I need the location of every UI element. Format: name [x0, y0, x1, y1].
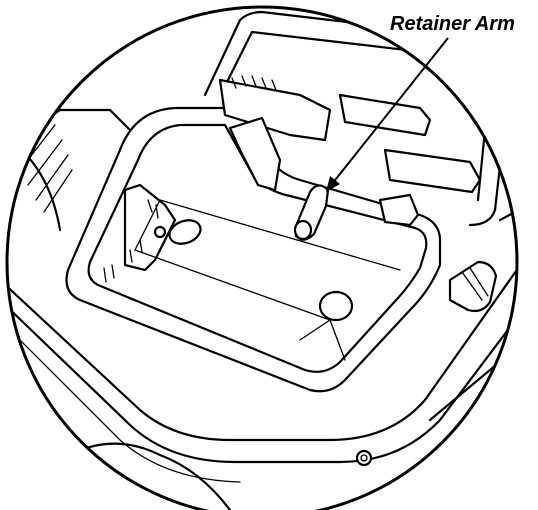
housing-outer-edge [7, 238, 517, 442]
side-knob-ridges [461, 267, 489, 301]
housing-lower-edge-2 [7, 319, 241, 483]
callout-arrowhead [326, 176, 340, 192]
right-outer-line [428, 328, 517, 422]
upper-block-right [338, 93, 432, 137]
tray-floor-line-3 [134, 199, 161, 251]
center-divider-left [228, 116, 282, 192]
screw-icon [355, 449, 373, 467]
upper-block-far-right [383, 148, 482, 194]
left-ridges [19, 124, 73, 213]
left-clip-teeth [103, 199, 159, 283]
callout-label: Retainer Arm [390, 13, 515, 35]
retainer-arm-tip [293, 219, 313, 241]
callout-leader-line [331, 37, 449, 185]
screw-inner [360, 454, 368, 462]
tray-floor-line-2 [159, 199, 401, 271]
tray-inner [87, 123, 428, 373]
tray-floor-line-4 [299, 319, 346, 361]
housing-lower-edge [7, 288, 517, 464]
upper-block-left [218, 78, 332, 142]
right-edge [498, 198, 517, 222]
upper-block-ridges [231, 75, 277, 91]
tray-floor-line-1 [134, 249, 331, 321]
center-divider-right [378, 193, 420, 227]
left-clip [123, 183, 177, 272]
right-loop [318, 290, 354, 322]
left-wall [7, 108, 132, 152]
bottom-left-curve [58, 442, 232, 510]
magnifier-circle [5, 5, 519, 510]
left-clip-pin [153, 225, 167, 239]
magnified-view [7, 10, 517, 510]
left-clip-loop [168, 219, 202, 245]
